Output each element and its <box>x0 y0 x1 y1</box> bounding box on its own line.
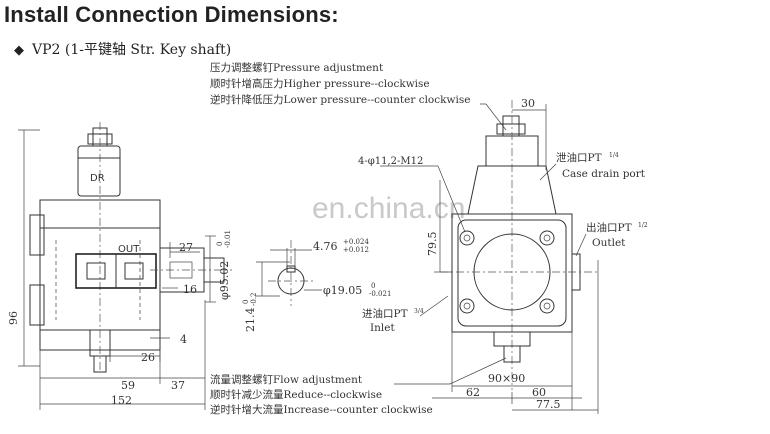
dim-16: 16 <box>183 283 197 296</box>
dim-77-5: 77.5 <box>536 398 561 411</box>
inlet-cn: 进油口PT <box>362 307 408 320</box>
dim-59: 59 <box>121 379 135 392</box>
dim-phi19-tol-up: 0 <box>371 282 375 290</box>
dim-4: 4 <box>180 333 187 346</box>
dr-cap <box>77 145 121 197</box>
dim-90x90: 90×90 <box>488 372 525 385</box>
dim-60: 60 <box>532 386 546 399</box>
outlet-en: Outlet <box>592 237 626 249</box>
dim-phi95: φ95.02 <box>218 261 231 300</box>
shaft-key-detail: 4.76 +0.024 +0.012 21.4 0 -0.2 φ19.05 0 … <box>242 238 391 332</box>
case-drain-en: Case drain port <box>562 168 646 180</box>
pump-side-view: DR OUT <box>29 122 232 373</box>
pressure-screw-front <box>502 115 520 137</box>
inlet-en: Inlet <box>370 322 395 334</box>
dim-key-tol-up: +0.024 <box>343 238 369 246</box>
pressure-adjust-line2: 顺时针增高压力Higher pressure--clockwise <box>210 77 430 90</box>
outlet-frac: 1/2 <box>638 222 648 229</box>
dim-phi95-tol-low: -0.01 <box>224 230 232 248</box>
inlet-frac: 3/4 <box>414 308 424 315</box>
dim-phi19-tol-low: -0.021 <box>369 290 391 298</box>
side-view-dimensions: 96 27 16 φ95.02 0 -0.01 4 26 59 37 <box>7 129 232 410</box>
pump-front-view <box>440 100 600 390</box>
dim-bolt-holes: 4-φ11,2-M12 <box>358 156 423 167</box>
dim-79-5: 79.5 <box>426 232 439 257</box>
diamond-bullet-icon: ◆ <box>14 43 24 58</box>
dim-37: 37 <box>171 379 185 392</box>
dim-key-tol-low: +0.012 <box>343 246 369 254</box>
dim-21-4-tol-low: -0.2 <box>250 293 258 307</box>
front-view-dimensions: 30 4-φ11,2-M12 79.5 90×90 62 60 77.5 <box>358 97 599 414</box>
dim-27: 27 <box>179 241 193 254</box>
dim-26: 26 <box>141 351 155 364</box>
flow-adjust-callout: 流量调整螺钉Flow adjustment 顺时针减少流量Reduce--clo… <box>210 357 507 416</box>
pressure-adjust-line1: 压力调整螺钉Pressure adjustment <box>210 61 384 74</box>
outlet-callout: 出油口PT 1/2 Outlet <box>575 221 648 257</box>
flow-adjust-line2: 顺时针减少流量Reduce--clockwise <box>210 388 382 401</box>
dim-21-4: 21.4 <box>244 308 257 333</box>
flow-adjust-line1: 流量调整螺钉Flow adjustment <box>210 373 363 386</box>
bolt-hole-group <box>459 230 555 314</box>
dim-30: 30 <box>521 97 535 110</box>
watermark: en.china.cn <box>312 192 465 225</box>
flow-screw-front <box>503 345 521 363</box>
pressure-adjust-callout: 压力调整螺钉Pressure adjustment 顺时针增高压力Higher … <box>210 61 507 131</box>
case-drain-callout: 泄油口PT 1/4 Case drain port <box>539 151 646 181</box>
model-subtitle: ◆ VP2 (1-平键轴 Str. Key shaft) <box>14 39 231 59</box>
out-label: OUT <box>118 244 140 255</box>
case-drain-cn: 泄油口PT <box>556 151 602 164</box>
dim-152: 152 <box>111 394 132 407</box>
dim-key-width: 4.76 <box>313 240 338 253</box>
inlet-callout: 进油口PT 3/4 Inlet <box>362 295 449 334</box>
dim-21-4-tol-up: 0 <box>242 300 250 304</box>
dim-phi95-tol-up: 0 <box>216 242 224 246</box>
dim-96: 96 <box>7 311 20 325</box>
dim-62: 62 <box>466 386 480 399</box>
case-drain-frac: 1/4 <box>609 152 619 159</box>
pressure-adjust-line3: 逆时针降低压力Lower pressure--counter clockwise <box>210 93 470 106</box>
dr-label: DR <box>90 173 105 184</box>
dim-phi19: φ19.05 <box>323 284 362 297</box>
flow-adjust-line3: 逆时针增大流量Increase--counter clockwise <box>210 403 433 416</box>
page-title: Install Connection Dimensions: <box>4 2 339 27</box>
model-subtitle-text: VP2 (1-平键轴 Str. Key shaft) <box>32 42 232 58</box>
outlet-cn: 出油口PT <box>586 221 632 234</box>
